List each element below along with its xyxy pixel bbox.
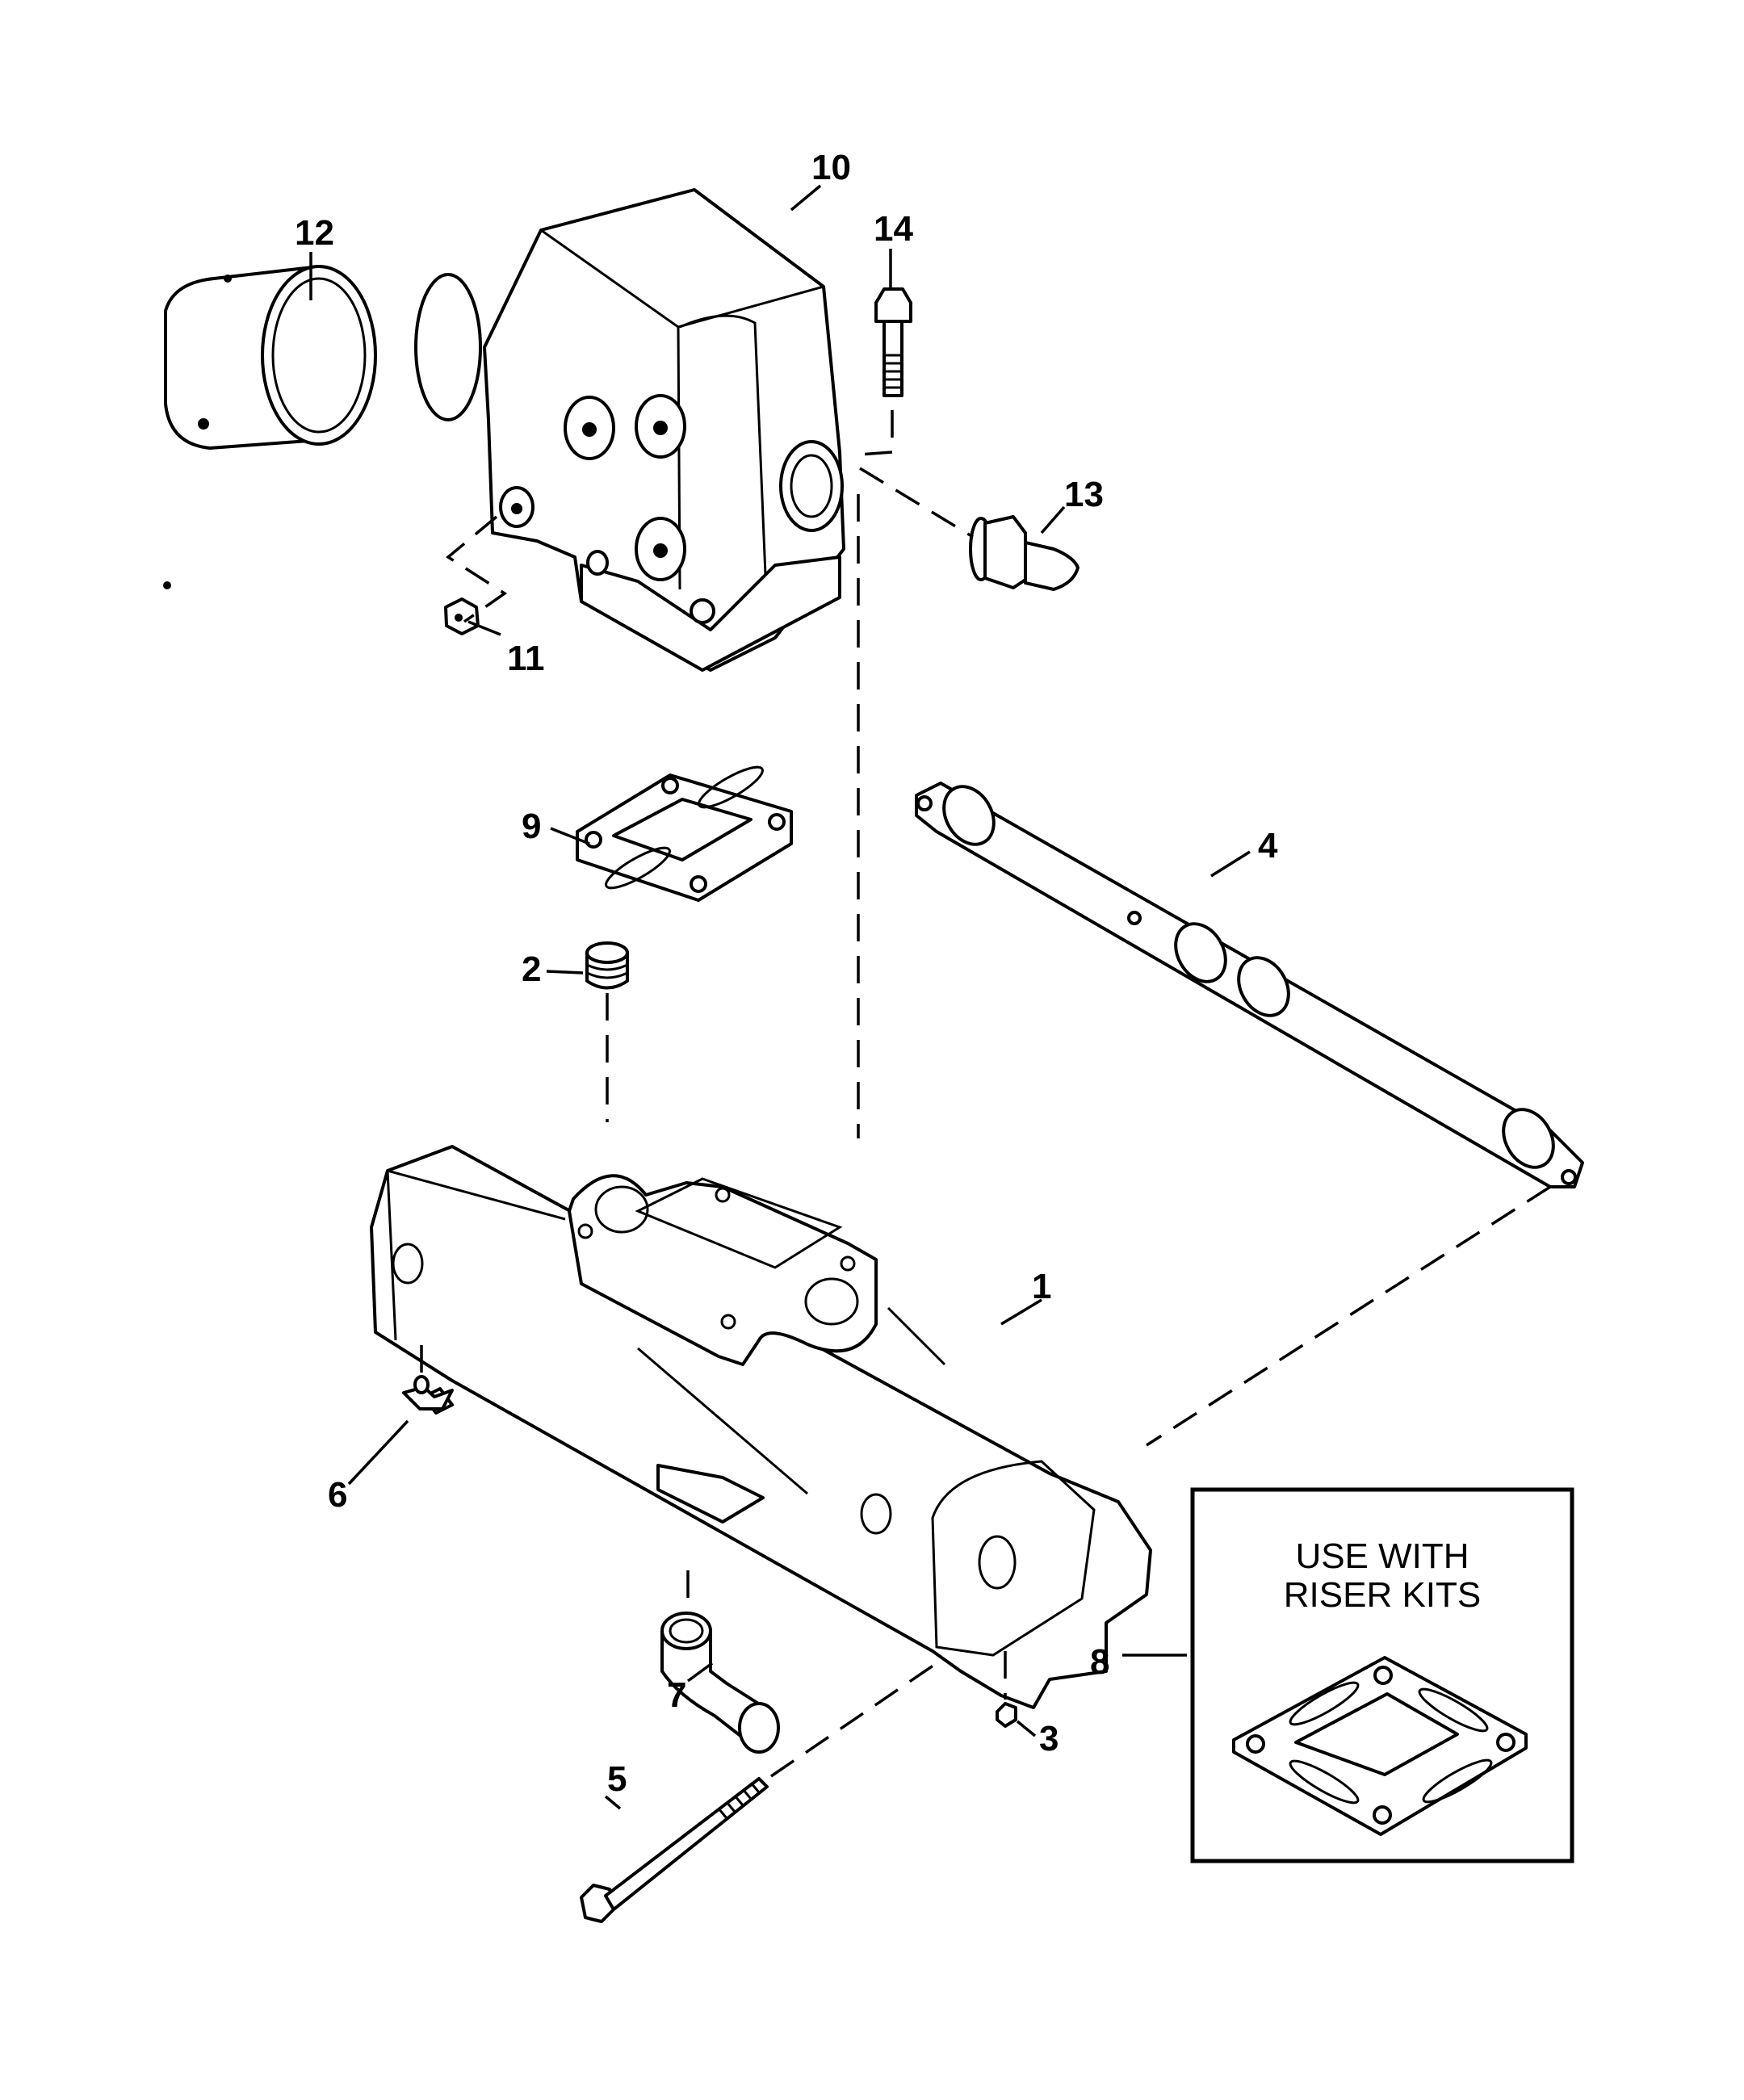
callout-7: 7 [667,1675,686,1715]
callout-4: 4 [1258,826,1278,866]
leader-4 [1210,850,1251,878]
callout-8: 8 [1090,1642,1109,1682]
note-line-2: RISER KITS [1284,1575,1482,1615]
callout-5: 5 [607,1759,627,1799]
drain-plug-part [996,1702,1017,1728]
exhaust-sleeve-part [164,265,377,450]
callout-9: 9 [522,807,541,846]
exhaust-manifold-part [370,1145,1152,1709]
callout-11: 11 [507,639,545,678]
alignment-line-14-13 [859,410,974,539]
callout-10: 10 [811,148,851,187]
exhaust-elbow-part [414,188,845,672]
leader-1 [1000,1298,1042,1326]
manifold-gasket-part [915,782,1584,1188]
speck [163,581,171,589]
callout-3: 3 [1039,1719,1059,1758]
elbow-fitting-part [660,1612,780,1754]
riser-gasket-part [1232,1656,1528,1836]
leader-9 [550,827,590,845]
leader-3 [1016,1720,1037,1737]
alignment-line-5 [770,1662,937,1778]
callout-12: 12 [295,213,334,253]
leader-7 [686,1662,714,1683]
leader-6 [347,1419,409,1486]
hose-fitting-part [969,515,1080,591]
leader-5 [604,1795,622,1810]
riser-kit-note-box: USE WITH RISER KITS [1190,1487,1574,1863]
long-bolt-part [580,1777,769,1923]
callout-13: 13 [1064,475,1104,514]
pipe-plug-part [585,941,629,990]
leader-2 [546,970,584,975]
alignment-line-11 [446,515,508,623]
callout-6: 6 [328,1475,347,1515]
callout-2: 2 [522,949,541,989]
alignment-line-4 [1146,1185,1551,1447]
callout-1: 1 [1032,1267,1051,1306]
callout-14: 14 [874,209,913,249]
drain-cock-part [402,1375,454,1410]
leader-11 [467,620,501,636]
note-line-1: USE WITH [1295,1536,1469,1576]
elbow-gasket-part [576,765,793,902]
screw-part [874,287,912,397]
leader-10 [790,184,822,212]
leader-13 [1040,505,1066,534]
